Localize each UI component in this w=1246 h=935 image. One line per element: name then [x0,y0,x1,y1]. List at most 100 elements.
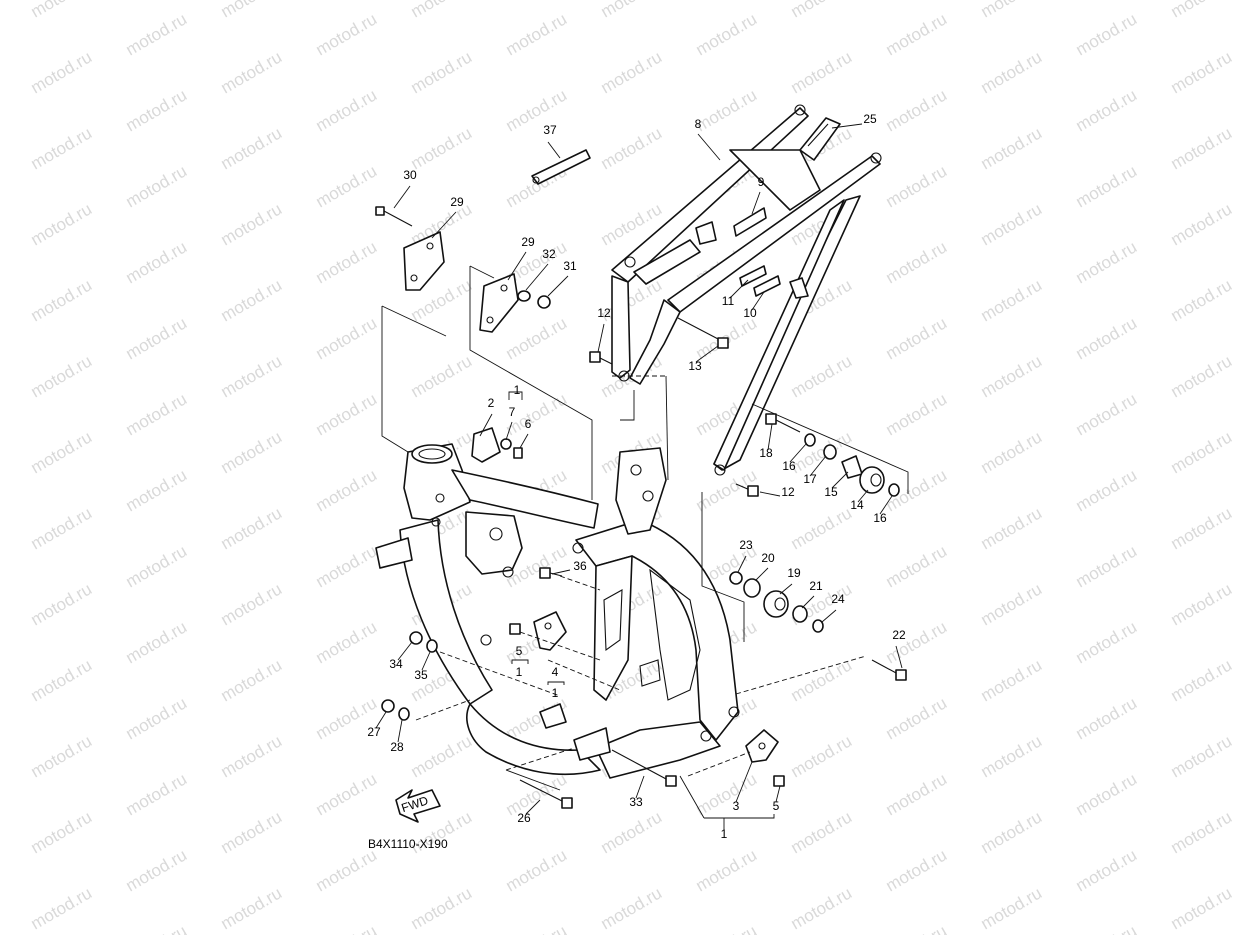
watermark-text: motod.ru [28,199,96,249]
watermark-text: motod.ru [1168,731,1236,781]
watermark-text: motod.ru [408,47,476,97]
watermark-text: motod.ru [788,655,856,705]
bolt-18 [765,413,801,433]
watermark-text: motod.ru [218,275,286,325]
bolt-30 [375,206,413,227]
watermark-text: motod.ru [503,769,571,819]
watermark-text: motod.ru [123,769,191,819]
watermark-text: motod.ru [598,883,666,933]
seat-bracket-25 [799,117,841,161]
label-plate-9 [733,207,767,237]
callout-28: 28 [390,740,404,754]
watermark-text: motod.ru [218,655,286,705]
callout-14: 14 [850,498,864,512]
watermark-text: motod.ru [123,313,191,363]
watermark-text: motod.ru [28,655,96,705]
bracket-29-right [479,273,519,333]
callout-30: 30 [403,168,417,182]
watermark-text: motod.ru [123,617,191,667]
watermark-text: motod.ru [28,351,96,401]
watermark-text: motod.ru [788,47,856,97]
watermark-text: motod.ru [693,845,761,895]
callout-24: 24 [831,592,845,606]
watermark-text: motod.ru [218,807,286,857]
bolt-5-lower [773,775,785,787]
watermark-text: motod.ru [123,389,191,439]
nut-23 [729,571,743,585]
watermark-text: motod.ru [218,0,286,21]
watermark-text: motod.ru [978,199,1046,249]
watermark-text: motod.ru [408,883,476,933]
watermark-text: motod.ru [1073,237,1141,287]
watermark-text: motod.ru [883,541,951,591]
damper-19 [763,590,789,618]
callout-35: 35 [414,668,428,682]
washer-28 [398,707,410,721]
watermark-text: motod.ru [978,427,1046,477]
callout-29: 29 [450,195,464,209]
watermark-text: motod.ru [883,769,951,819]
watermark-text: motod.ru [123,465,191,515]
watermark-text: motod.ru [313,237,381,287]
watermark-text: motod.ru [693,9,761,59]
watermark-text: motod.ru [218,883,286,933]
callout-16: 16 [873,511,887,525]
bolt-6 [513,447,523,459]
callout-17: 17 [803,472,817,486]
watermark-text: motod.ru [28,427,96,477]
washer-24 [812,619,824,633]
watermark-text: motod.ru [408,731,476,781]
spacer-21 [792,605,808,623]
spacer-17 [823,444,837,460]
watermark-text: motod.ru [123,541,191,591]
callout-1: 1 [552,686,559,700]
watermark-text: motod.ru [1073,161,1141,211]
watermark-text: motod.ru [1168,579,1236,629]
fwd-arrow-icon: FWD [395,789,441,823]
watermark-text: motod.ru [503,921,571,935]
watermark-text: motod.ru [978,351,1046,401]
bolt-33 [611,749,677,787]
callout-20: 20 [761,551,775,565]
watermark-text: motod.ru [598,0,666,21]
watermark-text: motod.ru [503,85,571,135]
watermark-text: motod.ru [978,47,1046,97]
watermark-text: motod.ru [598,807,666,857]
watermark-text: motod.ru [978,0,1046,21]
watermark-text: motod.ru [788,503,856,553]
watermark-text: motod.ru [218,579,286,629]
bolt-26 [519,779,573,809]
watermark-text: motod.ru [978,883,1046,933]
nut-31 [537,295,551,309]
watermark-text: motod.ru [313,313,381,363]
watermark-text: motod.ru [123,85,191,135]
collar-2 [471,427,501,463]
watermark-text: motod.ru [1168,655,1236,705]
watermark-text: motod.ru [788,807,856,857]
watermark-text: motod.ru [28,579,96,629]
watermark-text: motod.ru [408,0,476,21]
watermark-text: motod.ru [883,845,951,895]
watermark-text: motod.ru [503,313,571,363]
callout-27: 27 [367,725,381,739]
callout-19: 19 [787,566,801,580]
callout-5: 5 [516,644,523,658]
watermark-text: motod.ru [1168,351,1236,401]
watermark-text: motod.ru [28,123,96,173]
watermark-text: motod.ru [123,9,191,59]
watermark-text: motod.ru [218,503,286,553]
watermark-text: motod.ru [883,921,951,935]
watermark-text: motod.ru [313,9,381,59]
callout-36: 36 [573,559,587,573]
watermark-text: motod.ru [598,47,666,97]
callout-21: 21 [809,579,823,593]
callout-11: 11 [722,294,735,308]
watermark-text: motod.ru [313,389,381,439]
callout-16: 16 [782,459,796,473]
callout-22: 22 [892,628,906,642]
callout-10: 10 [743,306,757,320]
watermark-text: motod.ru [218,427,286,477]
watermark-text: motod.ru [1168,883,1236,933]
